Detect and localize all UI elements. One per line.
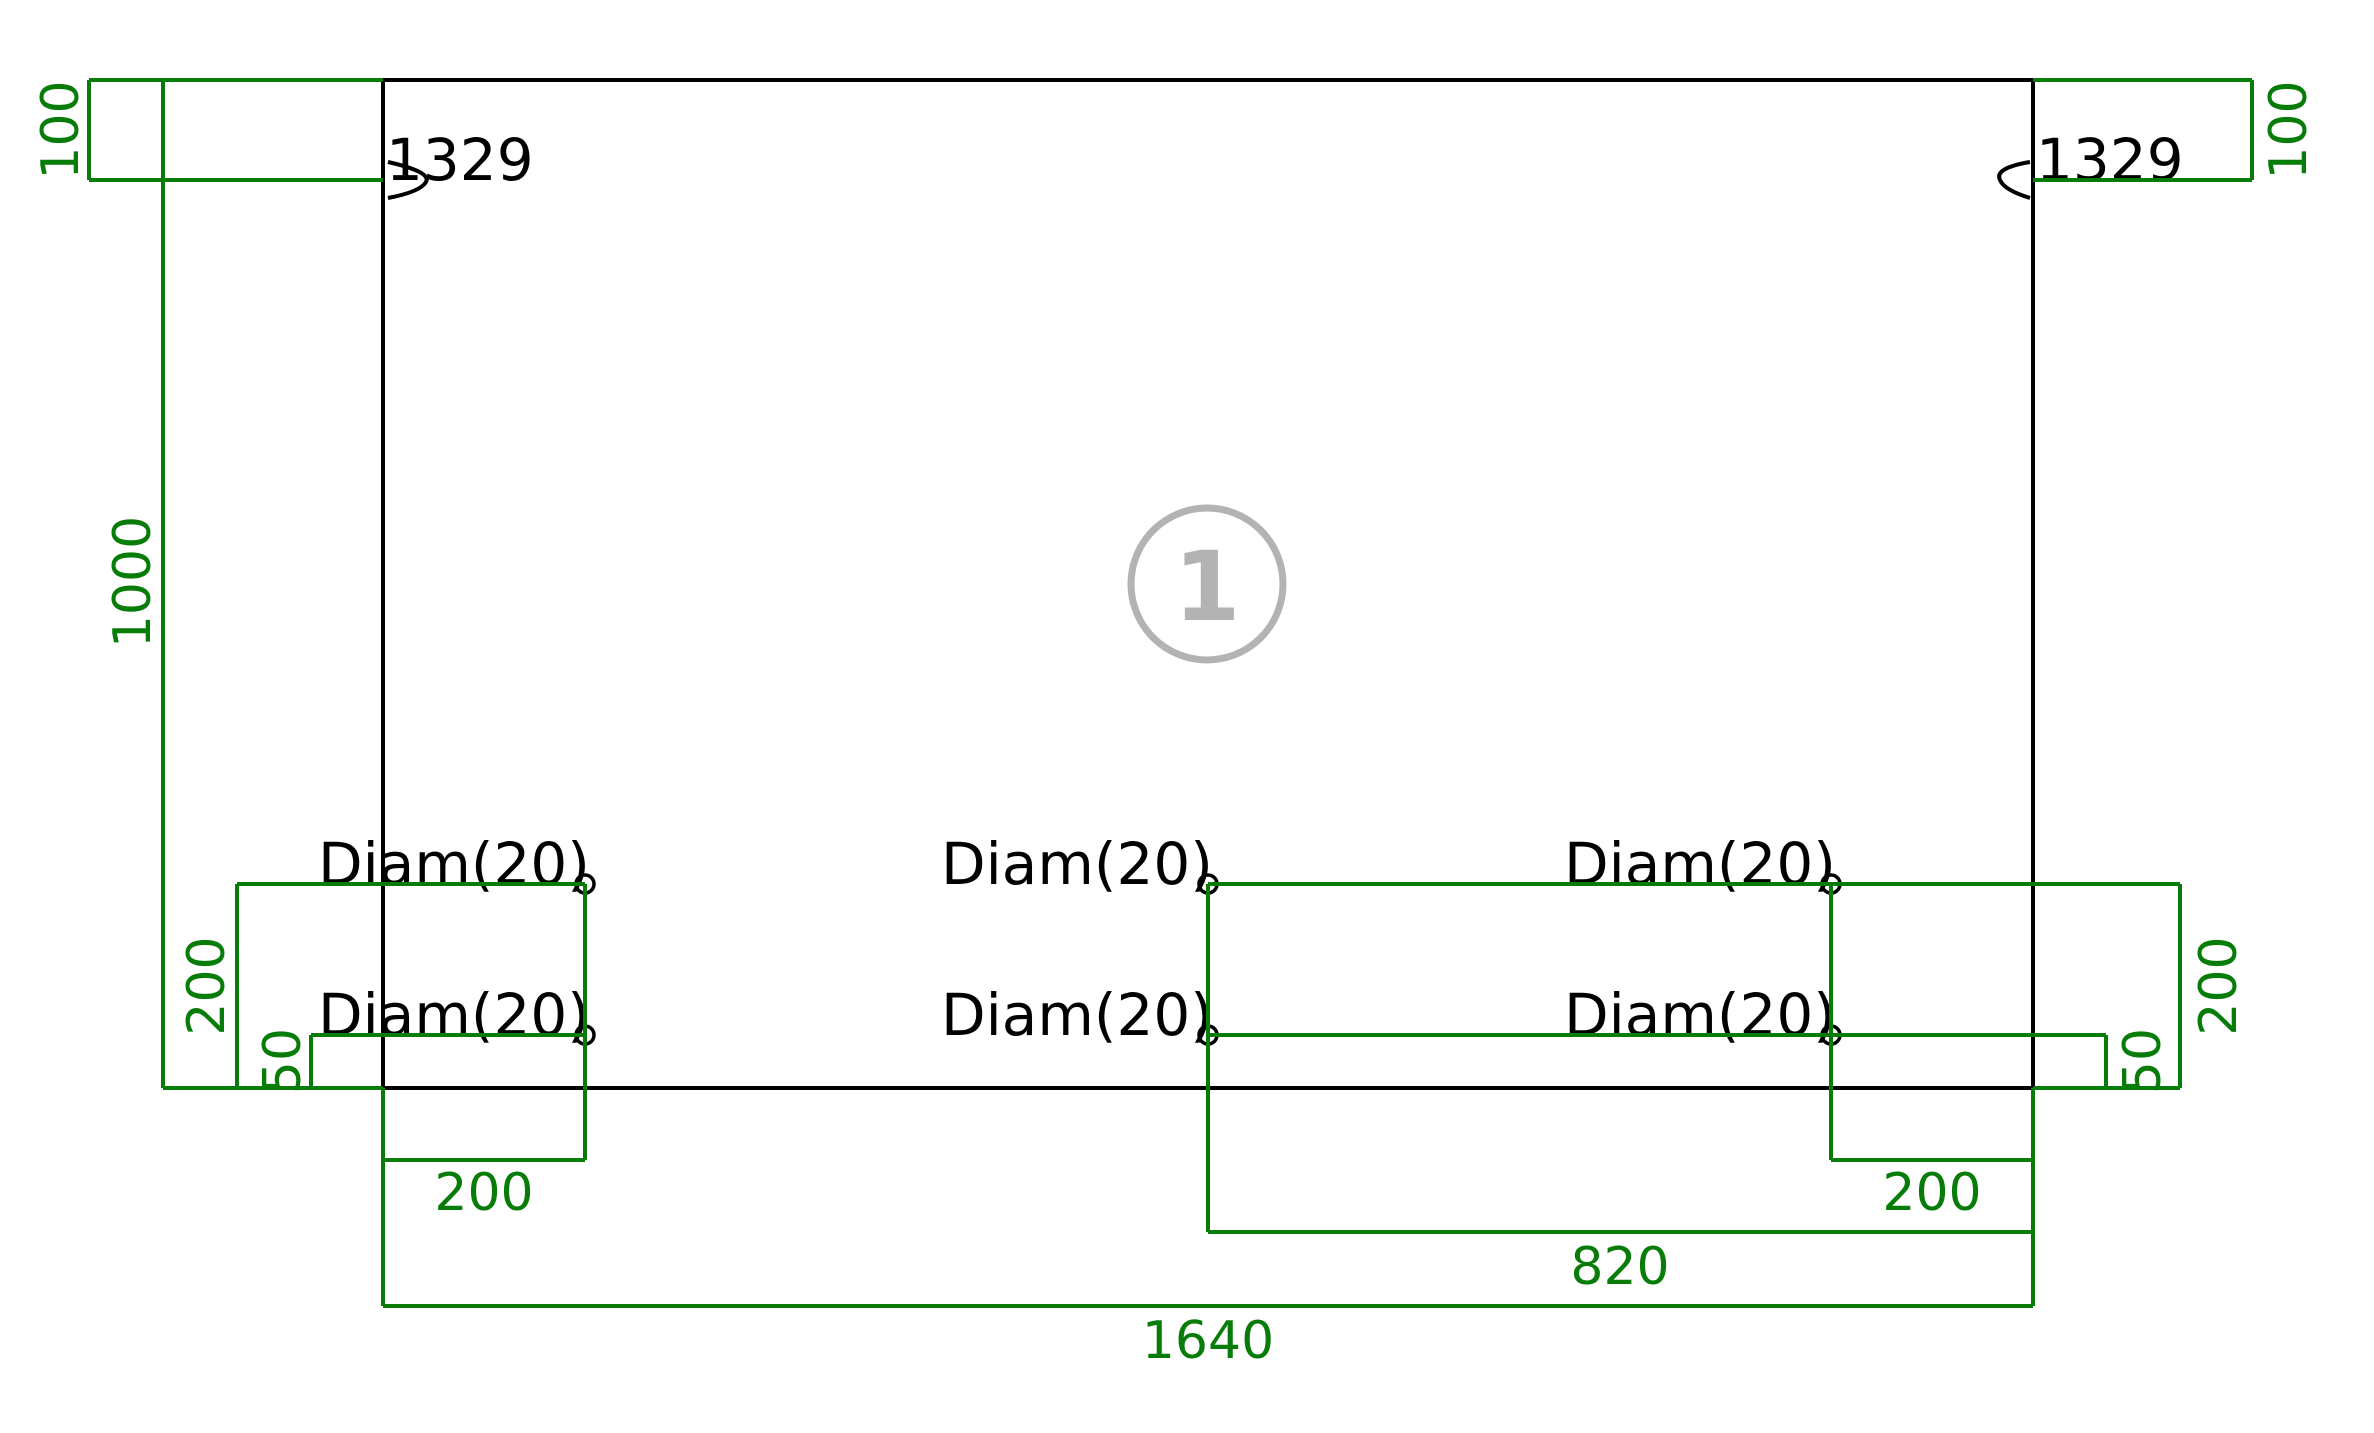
dim-right-hole-row-200: 200 — [1208, 882, 2249, 1090]
hinge-left-marker — [387, 160, 429, 200]
hole-label-top-right: Diam(20) — [1564, 830, 1836, 898]
dim-overall-width: 1640 — [383, 1304, 2033, 1371]
svg-text:200: 200 — [1882, 1163, 1981, 1223]
part-number-badge — [1127, 504, 1287, 664]
hole-label-bottom-left: Diam(20) — [318, 981, 590, 1049]
svg-text:200: 200 — [177, 936, 237, 1035]
svg-text:50: 50 — [253, 1028, 313, 1094]
dim-left-hole-row-200: 200 — [177, 882, 587, 1160]
hole-label-bottom-right: Diam(20) — [1564, 981, 1836, 1049]
hinge-right-marker — [1997, 160, 2031, 200]
hinge-left-label: 1329 — [386, 126, 534, 194]
hole-label-top-center: Diam(20) — [941, 830, 1213, 898]
dim-right-hole-row-50: 50 — [1208, 1028, 2173, 1094]
hole-label-bottom-center: Diam(20) — [941, 981, 1213, 1049]
dim-bottom-right-200: 200 — [1829, 884, 2035, 1306]
dim-bottom-left-200: 200 — [381, 1088, 585, 1306]
svg-text:1000: 1000 — [103, 516, 163, 648]
dim-left-hole-row-50: 50 — [253, 1028, 585, 1094]
dim-right-top-offset: 100 — [2033, 78, 2319, 182]
hole-label-top-left: Diam(20) — [318, 830, 590, 898]
part-number-text: 1 — [1174, 531, 1241, 643]
svg-text:200: 200 — [2189, 936, 2249, 1035]
dim-left-height: 1000 — [103, 80, 383, 1090]
svg-text:100: 100 — [31, 80, 91, 179]
dim-left-top-offset: 100 — [31, 78, 383, 182]
hinge-right-label: 1329 — [2036, 126, 2184, 194]
dim-bottom-center-820: 820 — [1206, 884, 2033, 1297]
svg-text:100: 100 — [2259, 80, 2319, 179]
svg-text:1640: 1640 — [1142, 1311, 1274, 1371]
svg-text:820: 820 — [1570, 1237, 1669, 1297]
svg-text:200: 200 — [434, 1163, 533, 1223]
svg-text:50: 50 — [2113, 1028, 2173, 1094]
